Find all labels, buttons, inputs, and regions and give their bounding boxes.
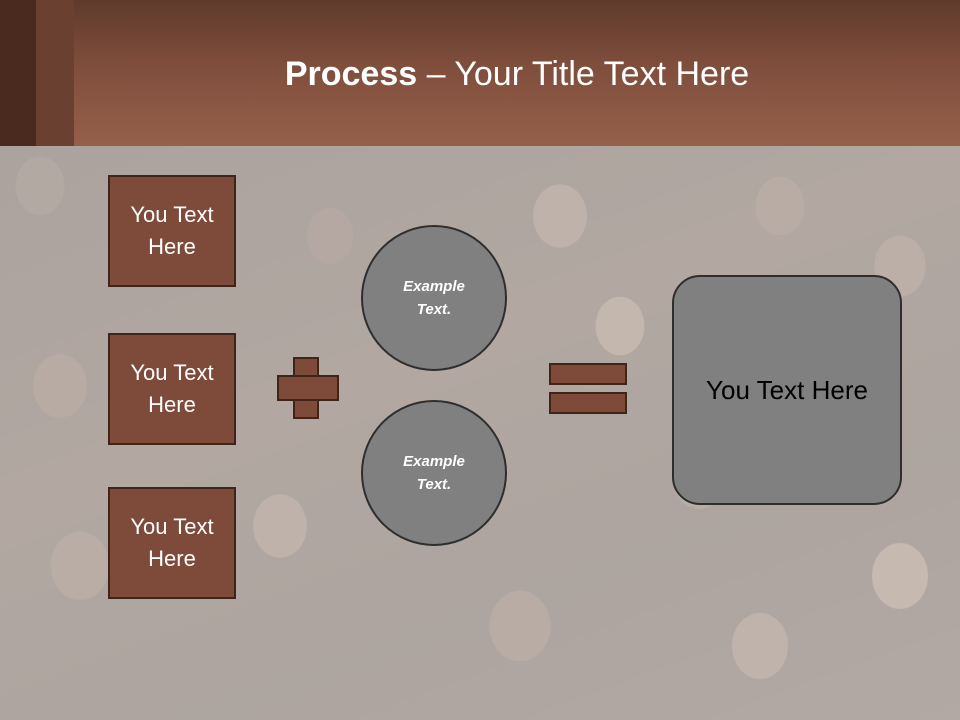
title-bar-stripe [36, 0, 74, 146]
input-box-3: You Text Here [108, 487, 236, 599]
equals-icon-top-bar [549, 363, 627, 385]
slide-title: Process – Your Title Text Here [74, 52, 960, 96]
equals-icon-bottom-bar [549, 392, 627, 414]
circle-label: Example Text. [403, 278, 465, 318]
title-bar [0, 0, 960, 146]
example-circle-2: Example Text. [361, 400, 507, 546]
input-box-1: You Text Here [108, 175, 236, 287]
title-rest-part: – Your Title Text Here [417, 55, 750, 93]
input-box-2: You Text Here [108, 333, 236, 445]
result-box: You Text Here [672, 275, 902, 505]
title-bold-part: Process [284, 55, 418, 93]
circle-label: Example Text. [403, 453, 465, 493]
plus-icon [295, 377, 317, 399]
title-bar-stripe [0, 0, 36, 146]
example-circle-1: Example Text. [361, 225, 507, 371]
